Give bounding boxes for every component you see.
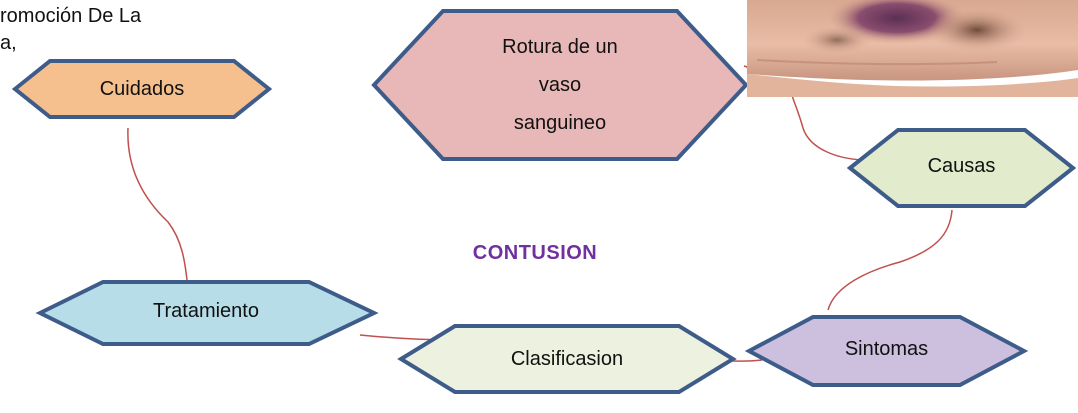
node-sintomas-label: Sintomas <box>844 338 929 360</box>
node-rotura-shape <box>371 9 749 161</box>
node-clasificasion-shape <box>397 324 737 394</box>
node-causas-shape <box>846 128 1077 208</box>
connector-cuidados-tratamiento <box>127 127 188 281</box>
bruised-leg-photo <box>747 0 1078 97</box>
node-tratamiento-shape <box>35 280 379 346</box>
corner-text-line-2: a, <box>0 32 17 54</box>
corner-text-line-1: romoción De La <box>0 5 142 27</box>
node-rotura-label: Rotura de un vaso sanguineo <box>502 36 618 134</box>
node-clasificasion-label: Clasificasion <box>510 348 624 370</box>
connector-causas-rotura <box>791 94 869 161</box>
node-cuidados-label: Cuidados <box>99 78 185 100</box>
node-tratamiento-label: Tratamiento <box>153 300 259 322</box>
node-sintomas-shape <box>744 315 1029 387</box>
node-cuidados-shape <box>11 59 273 119</box>
diagram-title: CONTUSION <box>472 242 598 264</box>
connector-sintomas-causas <box>827 209 953 311</box>
node-causas-label: Causas <box>927 155 996 177</box>
